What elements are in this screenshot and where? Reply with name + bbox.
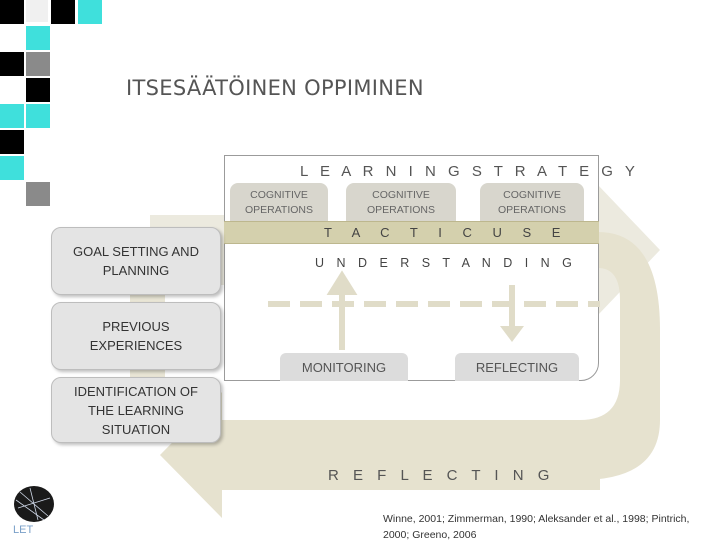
left-arrow-shape (160, 392, 600, 518)
decor-square (26, 52, 50, 76)
monitoring-tab: MONITORING (280, 353, 408, 381)
decor-square (26, 78, 50, 102)
learning-strategy-title: L E A R N I N G S T R A T E G Y (300, 163, 639, 180)
cog-line2: OPERATIONS (366, 204, 436, 216)
goal-setting-box: GOAL SETTING AND PLANNING (51, 227, 221, 295)
cognitive-operations-box: COGNITIVE OPERATIONS (480, 183, 584, 221)
identification-box: IDENTIFICATION OF THE LEARNING SITUATION (51, 377, 221, 443)
decor-square (0, 52, 24, 76)
citation-text: Winne, 2001; Zimmerman, 1990; Aleksander… (383, 513, 690, 541)
reflecting-label: R E F L E C T I N G (328, 467, 555, 484)
decor-square (0, 130, 24, 154)
up-arrow (326, 270, 358, 350)
decor-square (78, 0, 102, 24)
decor-square (26, 26, 50, 50)
decor-square (51, 0, 75, 24)
side-line1: GOAL SETTING AND (73, 244, 199, 259)
cog-line1: COGNITIVE (372, 189, 430, 201)
decor-square (26, 0, 48, 22)
side-line2: PLANNING (102, 263, 170, 278)
cog-line1: COGNITIVE (250, 189, 308, 201)
logo-text: LET (13, 524, 34, 536)
reflecting-tab: REFLECTING (455, 353, 579, 381)
decor-square (26, 182, 50, 206)
decor-square (0, 104, 24, 128)
tactic-use-label: T A C T I C U S E (324, 225, 569, 240)
let-logo-icon (14, 486, 54, 522)
decor-square (0, 0, 24, 24)
down-arrow-head (500, 326, 524, 342)
cog-line1: COGNITIVE (503, 189, 561, 201)
cognitive-operations-box: COGNITIVE OPERATIONS (346, 183, 456, 221)
side-line1: PREVIOUS (102, 319, 170, 334)
decor-square (26, 104, 50, 128)
side-line2: THE LEARNING (87, 402, 185, 418)
curve-band (560, 232, 660, 480)
previous-experiences-box: PREVIOUS EXPERIENCES (51, 302, 221, 370)
side-line2: EXPERIENCES (89, 338, 183, 353)
decor-square (0, 156, 24, 180)
understanding-label: U N D E R S T A N D I N G (315, 256, 577, 270)
cog-line2: OPERATIONS (497, 204, 567, 216)
cognitive-operations-box: COGNITIVE OPERATIONS (230, 183, 328, 221)
side-line1: IDENTIFICATION OF (74, 383, 198, 399)
page-title: ITSESÄÄTÖINEN OPPIMINEN (126, 76, 424, 100)
cog-line2: OPERATIONS (244, 204, 314, 216)
side-line3: SITUATION (101, 421, 171, 437)
tactic-use-bar (224, 221, 599, 244)
